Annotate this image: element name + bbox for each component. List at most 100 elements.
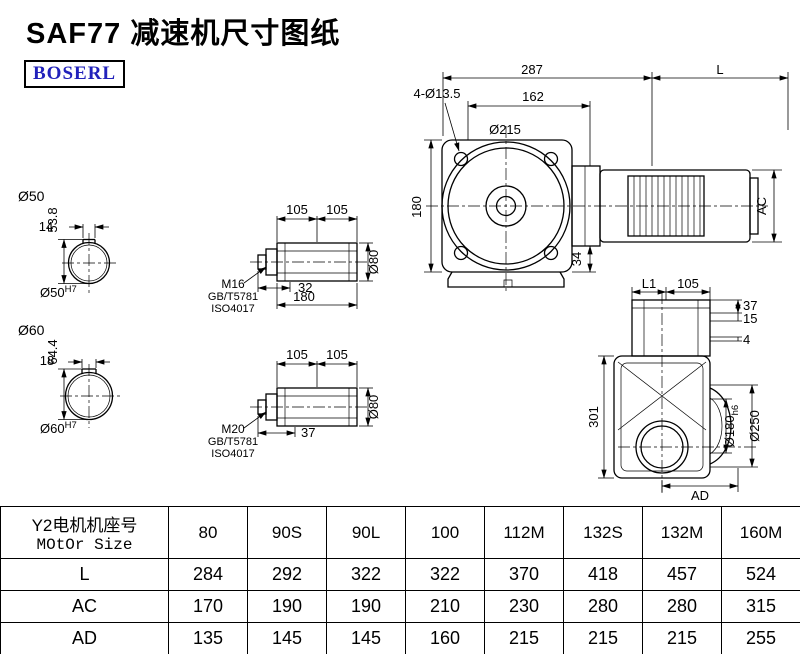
bushing1-text: 105 105 M16 GB/T5781 ISO4017 32 180 Ø80 bbox=[208, 202, 381, 315]
bushing2-dim-lines bbox=[243, 361, 373, 437]
bushing1-dim-32: 32 bbox=[298, 280, 312, 295]
front-view-dim-lines bbox=[424, 72, 789, 273]
shaft50-keyway-height: 53.8 bbox=[45, 207, 60, 232]
side-view-outline bbox=[613, 292, 756, 496]
motor-size-160m: 160M bbox=[721, 506, 800, 559]
value-AC-132s: 280 bbox=[563, 590, 643, 623]
dim-flange-diameter: Ø215 bbox=[489, 122, 521, 137]
row-label-AC: AC bbox=[0, 590, 169, 623]
bushing1-standard-gb: GB/T5781 bbox=[208, 291, 258, 303]
value-L-160m: 524 bbox=[721, 558, 800, 591]
row-label-L: L bbox=[0, 558, 169, 591]
bushing1-standard-iso: ISO4017 bbox=[211, 303, 254, 315]
value-AC-90l: 190 bbox=[326, 590, 406, 623]
side-dim-l1: L1 bbox=[642, 276, 656, 291]
shaft60-bore-tolerance: H7 bbox=[65, 420, 77, 431]
side-dim-37: 37 bbox=[743, 298, 757, 313]
bushing1-dim-105b: 105 bbox=[326, 202, 348, 217]
dim-162: 162 bbox=[522, 89, 544, 104]
value-AC-112m: 230 bbox=[484, 590, 564, 623]
value-AC-90s: 190 bbox=[247, 590, 327, 623]
dim-bolt-holes: 4-Ø13.5 bbox=[414, 86, 461, 101]
motor-size-132m: 132M bbox=[642, 506, 722, 559]
value-AC-160m: 315 bbox=[721, 590, 800, 623]
brand-logo: BOSERL bbox=[24, 60, 126, 88]
dim-ac: AC bbox=[754, 197, 769, 215]
shaft60-label: Ø60 bbox=[18, 322, 45, 338]
value-AC-132m: 280 bbox=[642, 590, 722, 623]
value-AD-100: 160 bbox=[405, 622, 485, 654]
value-L-90l: 322 bbox=[326, 558, 406, 591]
value-AD-112m: 215 bbox=[484, 622, 564, 654]
bushing2-dim-37: 37 bbox=[301, 425, 315, 440]
page-title: SAF77 减速机尺寸图纸 bbox=[26, 18, 341, 50]
side-dim-d250: Ø250 bbox=[747, 410, 762, 442]
shaft60-bore: Ø60 bbox=[40, 421, 65, 436]
motor-size-90s: 90S bbox=[247, 506, 327, 559]
bushing2-standard-gb: GB/T5781 bbox=[208, 436, 258, 448]
motor-size-90l: 90L bbox=[326, 506, 406, 559]
dim-motor-length: L bbox=[716, 62, 723, 77]
front-view-centerlines bbox=[426, 126, 768, 292]
shaft60-outline bbox=[60, 364, 120, 428]
motor-frame-label-en: MOtOr Size bbox=[36, 536, 133, 554]
bushing1-diameter: Ø80 bbox=[366, 250, 381, 275]
value-AD-160m: 255 bbox=[721, 622, 800, 654]
motor-size-112m: 112M bbox=[484, 506, 564, 559]
dim-287: 287 bbox=[521, 62, 543, 77]
side-dim-d180: Ø180h6 bbox=[722, 405, 741, 447]
value-AD-132s: 215 bbox=[563, 622, 643, 654]
shaft50-text: Ø50 14 53.8 Ø50H7 bbox=[18, 188, 77, 300]
shaft50-bore-callout: Ø50H7 bbox=[40, 284, 77, 300]
bushing1-dim-lines bbox=[243, 216, 373, 309]
side-dim-d180-tolerance: h6 bbox=[730, 405, 741, 416]
shaft50-bore-tolerance: H7 bbox=[65, 284, 77, 295]
value-L-80: 284 bbox=[168, 558, 248, 591]
side-dim-4: 4 bbox=[743, 332, 750, 347]
value-AC-80: 170 bbox=[168, 590, 248, 623]
motor-size-80: 80 bbox=[168, 506, 248, 559]
shaft60-bore-callout: Ø60H7 bbox=[40, 420, 77, 436]
side-view-text: L1 105 37 15 4 301 Ø180h6 Ø250 AD bbox=[586, 276, 762, 503]
dimension-drawing: 287 L 4-Ø13.5 162 Ø215 180 34 AC bbox=[18, 62, 789, 503]
table-row-L: L 284 292 322 322 370 418 457 524 bbox=[0, 558, 800, 591]
table-row-AC: AC 170 190 190 210 230 280 280 315 bbox=[0, 590, 800, 623]
side-dim-d180-value: Ø180 bbox=[722, 415, 737, 447]
shaft60-keyway-height: 64.4 bbox=[45, 339, 60, 364]
bushing2-dim-105a: 105 bbox=[286, 347, 308, 362]
motor-frame-label-cn: Y2电机机座号 bbox=[31, 516, 138, 535]
shaft60-dim-lines bbox=[58, 359, 110, 420]
value-L-132s: 418 bbox=[563, 558, 643, 591]
shaft50-keyway-width: 14 bbox=[39, 219, 53, 234]
shaft50-dim-lines bbox=[58, 224, 109, 284]
side-dim-105: 105 bbox=[677, 276, 699, 291]
size-table: Y2电机机座号 MOtOr Size 80 90S 90L 100 112M 1… bbox=[0, 506, 800, 654]
motor-size-100: 100 bbox=[405, 506, 485, 559]
brand-logo-text: BOSERL bbox=[33, 63, 117, 84]
value-L-100: 322 bbox=[405, 558, 485, 591]
dim-180: 180 bbox=[409, 196, 424, 218]
value-AD-90s: 145 bbox=[247, 622, 327, 654]
shaft60-text: Ø60 18 64.4 Ø60H7 bbox=[18, 322, 77, 436]
side-view-dim-lines bbox=[598, 287, 758, 492]
bushing1-outline bbox=[250, 242, 368, 282]
value-AC-100: 210 bbox=[405, 590, 485, 623]
table-corner-cell: Y2电机机座号 MOtOr Size bbox=[0, 506, 169, 559]
bushing1-dim-180: 180 bbox=[293, 289, 315, 304]
bushing1-thread: M16 bbox=[221, 277, 245, 291]
dim-34: 34 bbox=[569, 252, 584, 266]
front-view-dim-text: 287 L 4-Ø13.5 162 Ø215 180 34 AC bbox=[409, 62, 769, 266]
row-label-AD: AD bbox=[0, 622, 169, 654]
table-header-row: Y2电机机座号 MOtOr Size 80 90S 90L 100 112M 1… bbox=[0, 506, 800, 559]
bushing2-dim-105b: 105 bbox=[326, 347, 348, 362]
bushing2-thread: M20 bbox=[221, 422, 245, 436]
bushing1-dim-105a: 105 bbox=[286, 202, 308, 217]
bushing2-standard-iso: ISO4017 bbox=[211, 448, 254, 460]
bushing2-text: 105 105 M20 GB/T5781 ISO4017 37 Ø80 bbox=[208, 347, 381, 460]
side-dim-ad: AD bbox=[691, 488, 709, 503]
side-dim-301: 301 bbox=[586, 406, 601, 428]
front-view-outline bbox=[441, 139, 759, 288]
bushing2-diameter: Ø80 bbox=[366, 395, 381, 420]
side-dim-15: 15 bbox=[743, 311, 757, 326]
shaft50-label: Ø50 bbox=[18, 188, 45, 204]
